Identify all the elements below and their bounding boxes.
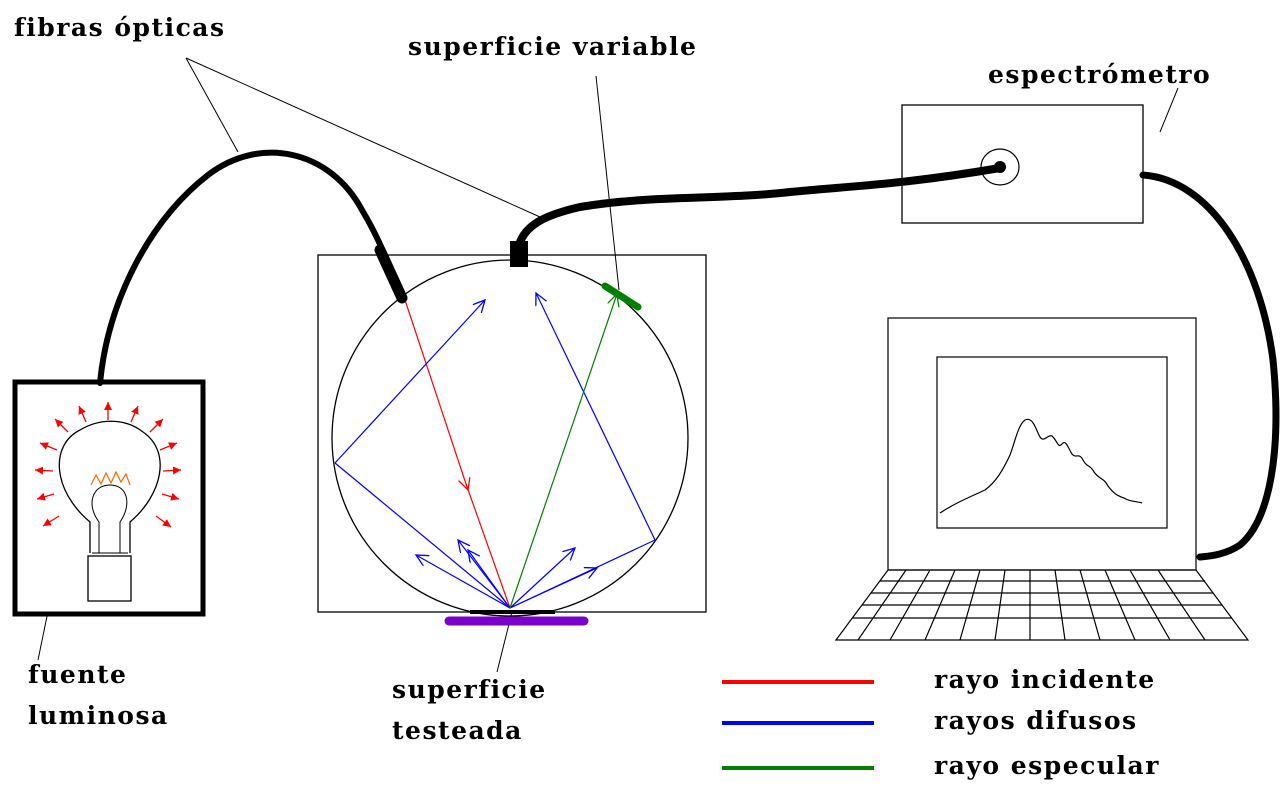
label-luminosa: luminosa [28, 701, 169, 730]
label-espectrometro: espectrómetro [988, 60, 1212, 89]
specular-ray [509, 294, 617, 609]
detector-port [510, 241, 528, 267]
light-source [12, 379, 206, 617]
label-testeada: testeada [392, 716, 523, 745]
bulb-light-rays [34, 402, 182, 528]
label-fuente: fuente [28, 660, 128, 689]
label-superficie: superficie [392, 675, 547, 704]
laptop-keyboard [834, 569, 1250, 641]
legend-lines [722, 680, 874, 770]
label-fibras-opticas: fibras ópticas [14, 13, 226, 42]
spectrometer-icon [901, 104, 1144, 224]
optical-fiber-icon [97, 149, 1280, 561]
filament [90, 470, 131, 486]
legend-label-diffuse: rayos difusos [934, 706, 1138, 735]
cable-spectrometer-to-laptop [1139, 171, 1280, 561]
variable-surface-plate [601, 282, 642, 311]
light-bulb-icon [58, 420, 161, 602]
fiber-source-to-sphere [97, 149, 403, 386]
diffuse-rays [334, 293, 656, 609]
spectrum-curve [939, 418, 1143, 514]
label-superficie-variable: superficie variable [408, 32, 698, 61]
fiber-sphere-to-spectrometer [515, 164, 1004, 249]
legend-label-specular: rayo especular [934, 751, 1160, 780]
legend-label-incident: rayo incidente [934, 665, 1156, 694]
incident-ray [404, 299, 511, 609]
integrating-sphere [317, 241, 707, 626]
laptop-icon [834, 317, 1250, 641]
